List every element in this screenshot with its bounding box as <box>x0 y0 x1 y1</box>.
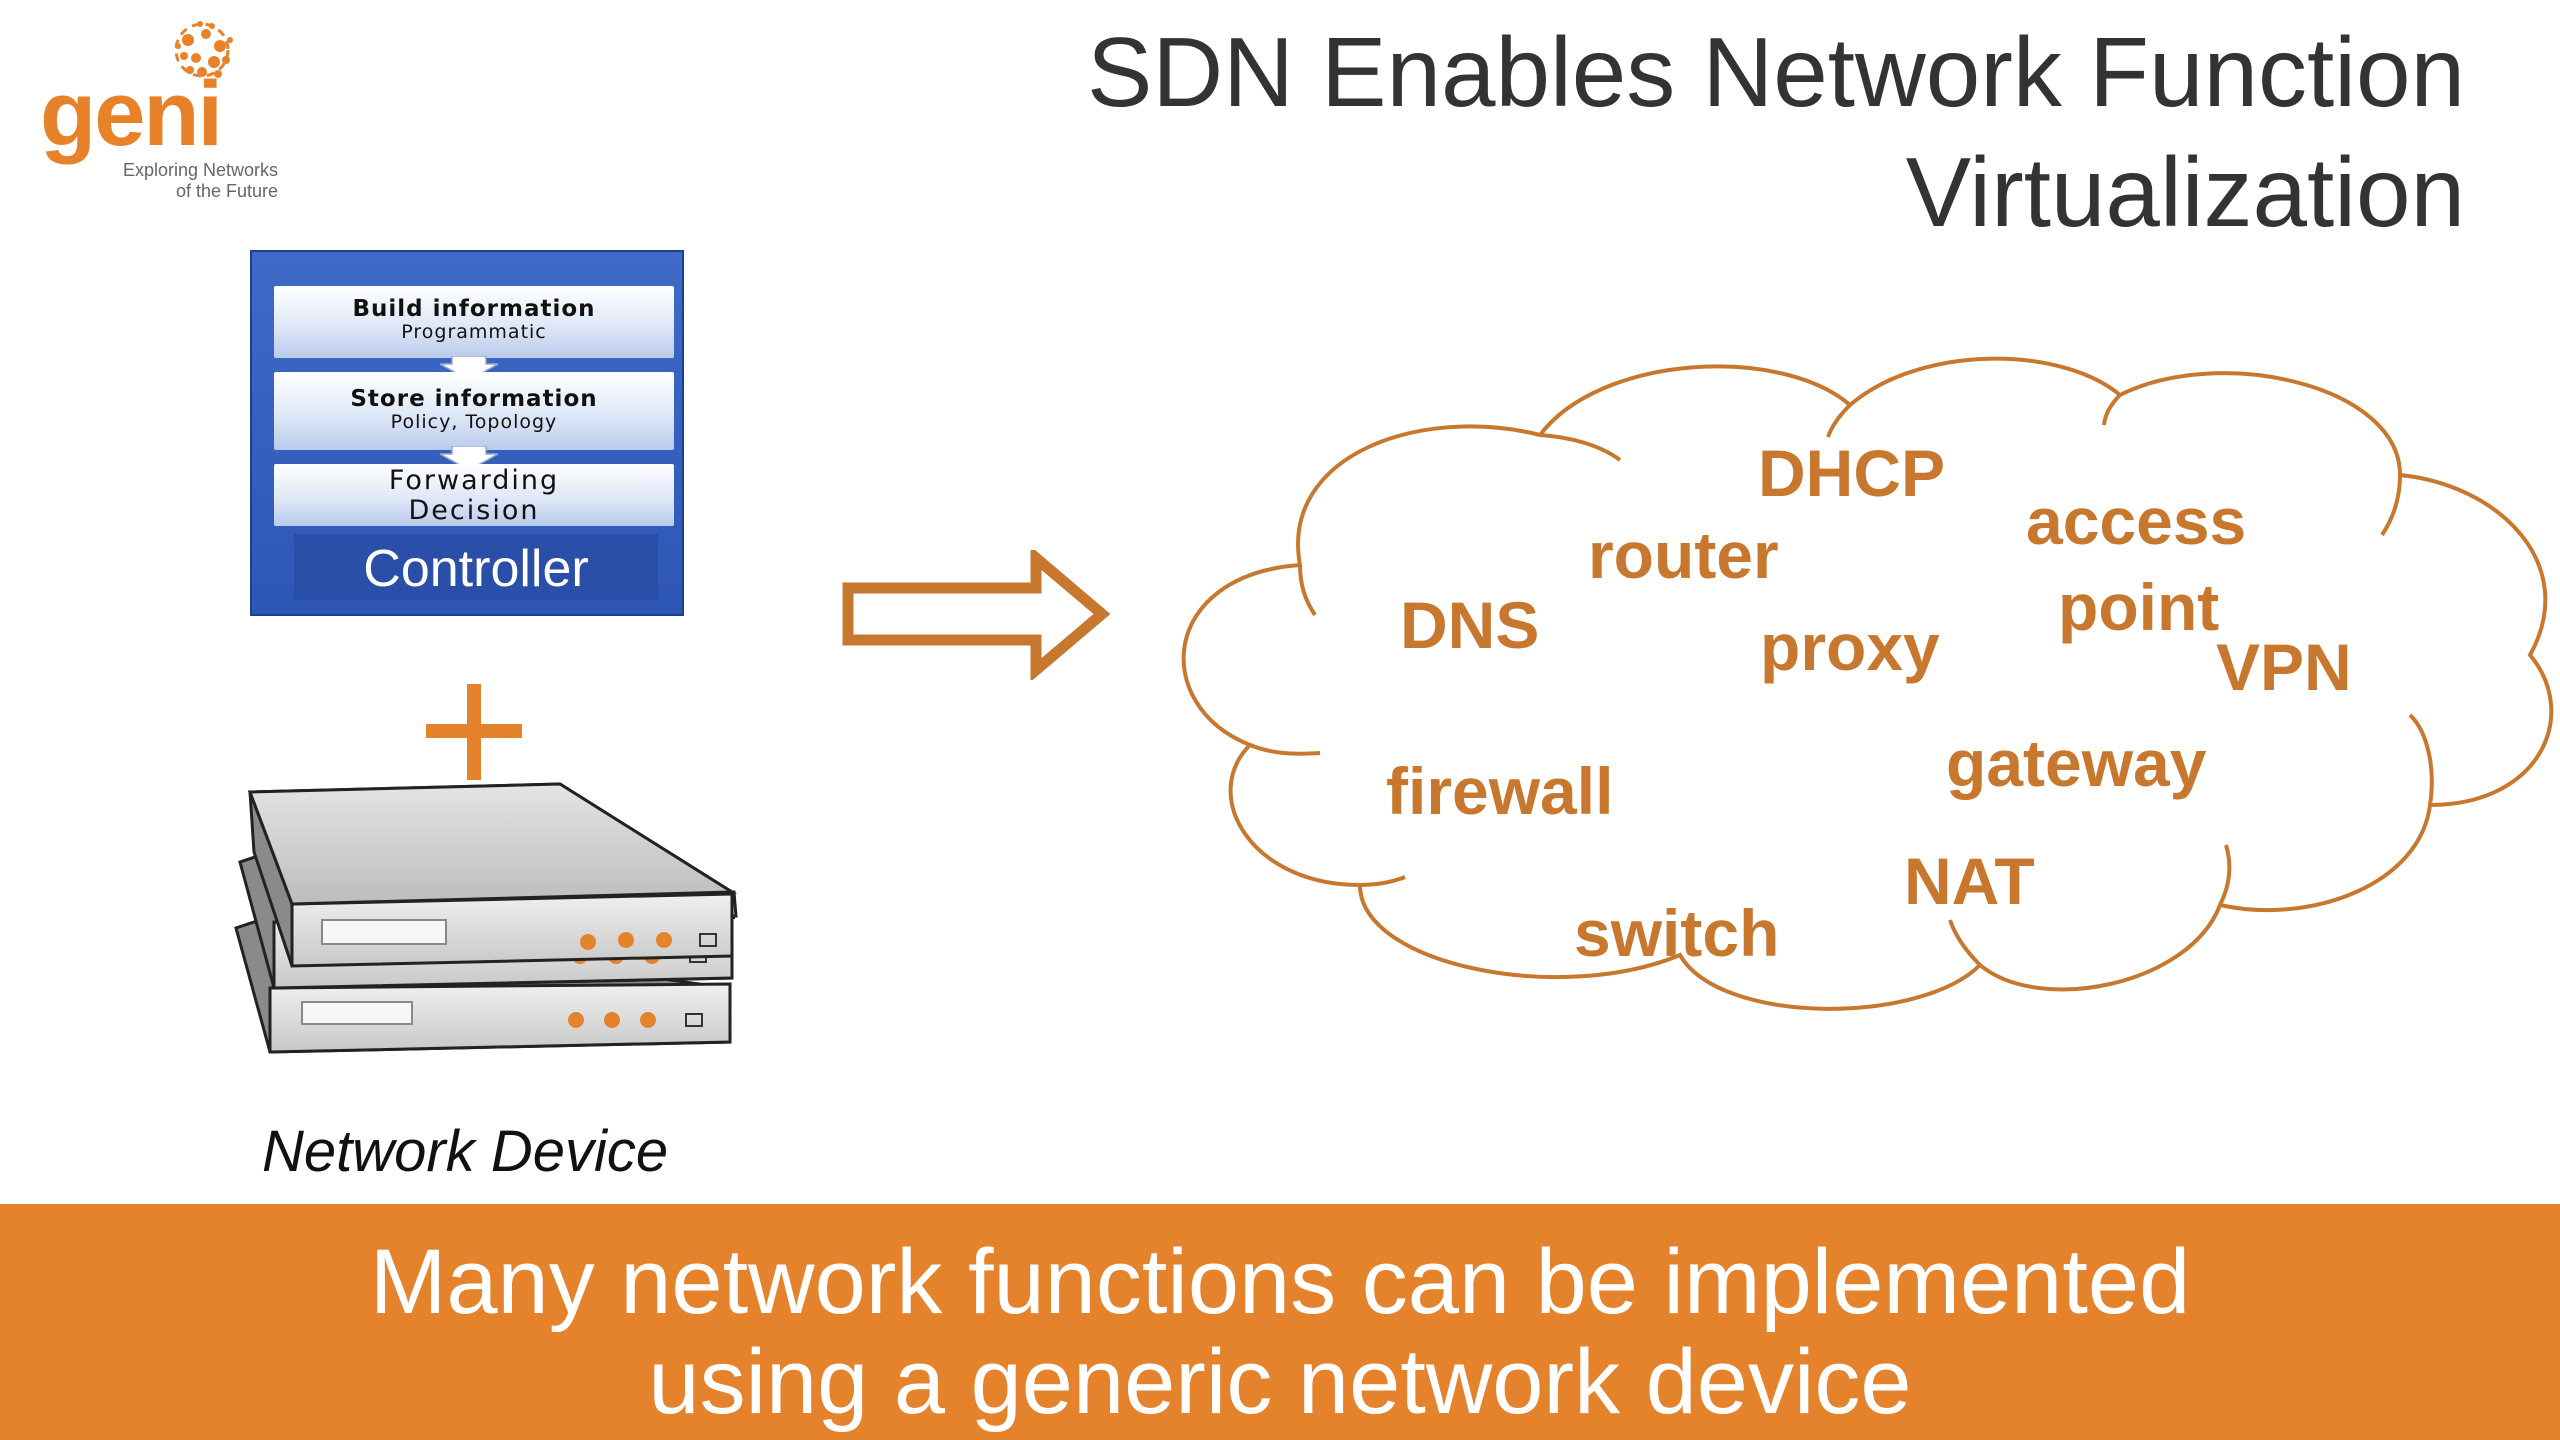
geni-logo: geni Exploring Networks of the Future <box>30 10 290 210</box>
controller-step-store: Store information Policy, Topology <box>274 372 674 450</box>
controller-step-forwarding: Forwarding Decision <box>274 464 674 526</box>
cloud-function-nat: NAT <box>1904 844 2035 918</box>
network-device-label: Network Device <box>262 1119 669 1184</box>
step-build-sub: Programmatic <box>401 321 547 343</box>
cloud-shape <box>1181 356 2554 1011</box>
cloud-function-access: access <box>2026 484 2247 558</box>
step-store-sub: Policy, Topology <box>390 411 558 433</box>
step-store-main: Store information <box>350 386 598 412</box>
summary-line2: using a generic network device <box>648 1331 1912 1433</box>
step-build-main: Build information <box>352 296 596 322</box>
slide-title-line2: Virtualization <box>1905 137 2465 247</box>
globe-icon <box>174 21 233 78</box>
cloud-function-dns: DNS <box>1400 588 1540 662</box>
slide-title-line1: SDN Enables Network Function <box>1086 17 2465 127</box>
logo-tagline-line2: of the Future <box>175 180 278 201</box>
step-forwarding-main: Forwarding <box>388 465 560 496</box>
logo-tagline: Exploring Networks of the Future <box>98 160 278 201</box>
cloud-function-gateway: gateway <box>1946 726 2207 800</box>
summary-line1: Many network functions can be implemente… <box>369 1231 2191 1333</box>
cloud-function-dhcp: DHCP <box>1758 436 1946 510</box>
cloud-function-point: point <box>2058 570 2220 644</box>
device-top-front-panel <box>247 782 737 968</box>
right-arrow-icon <box>842 550 1110 680</box>
step-forwarding-sub: Decision <box>408 495 540 526</box>
summary-banner: Many network functions can be implemente… <box>0 1204 2560 1440</box>
logo-tagline-line1: Exploring Networks <box>122 160 278 180</box>
plus-icon <box>426 684 522 780</box>
slide-title: SDN Enables Network Function Virtualizat… <box>865 12 2465 252</box>
cloud-function-proxy: proxy <box>1760 610 1940 684</box>
cloud-function-firewall: firewall <box>1386 754 1614 828</box>
controller-step-build: Build information Programmatic <box>274 286 674 358</box>
cloud-function-switch: switch <box>1574 896 1780 970</box>
down-arrow-icon <box>439 446 499 470</box>
summary-banner-text: Many network functions can be implemente… <box>0 1232 2560 1432</box>
cloud-function-router: router <box>1588 518 1779 592</box>
cloud-function-vpn: VPN <box>2216 630 2352 704</box>
controller-diagram: Build information Programmatic Store inf… <box>250 250 684 616</box>
logo-wordmark: geni <box>40 63 223 165</box>
controller-label: Controller <box>294 534 658 600</box>
